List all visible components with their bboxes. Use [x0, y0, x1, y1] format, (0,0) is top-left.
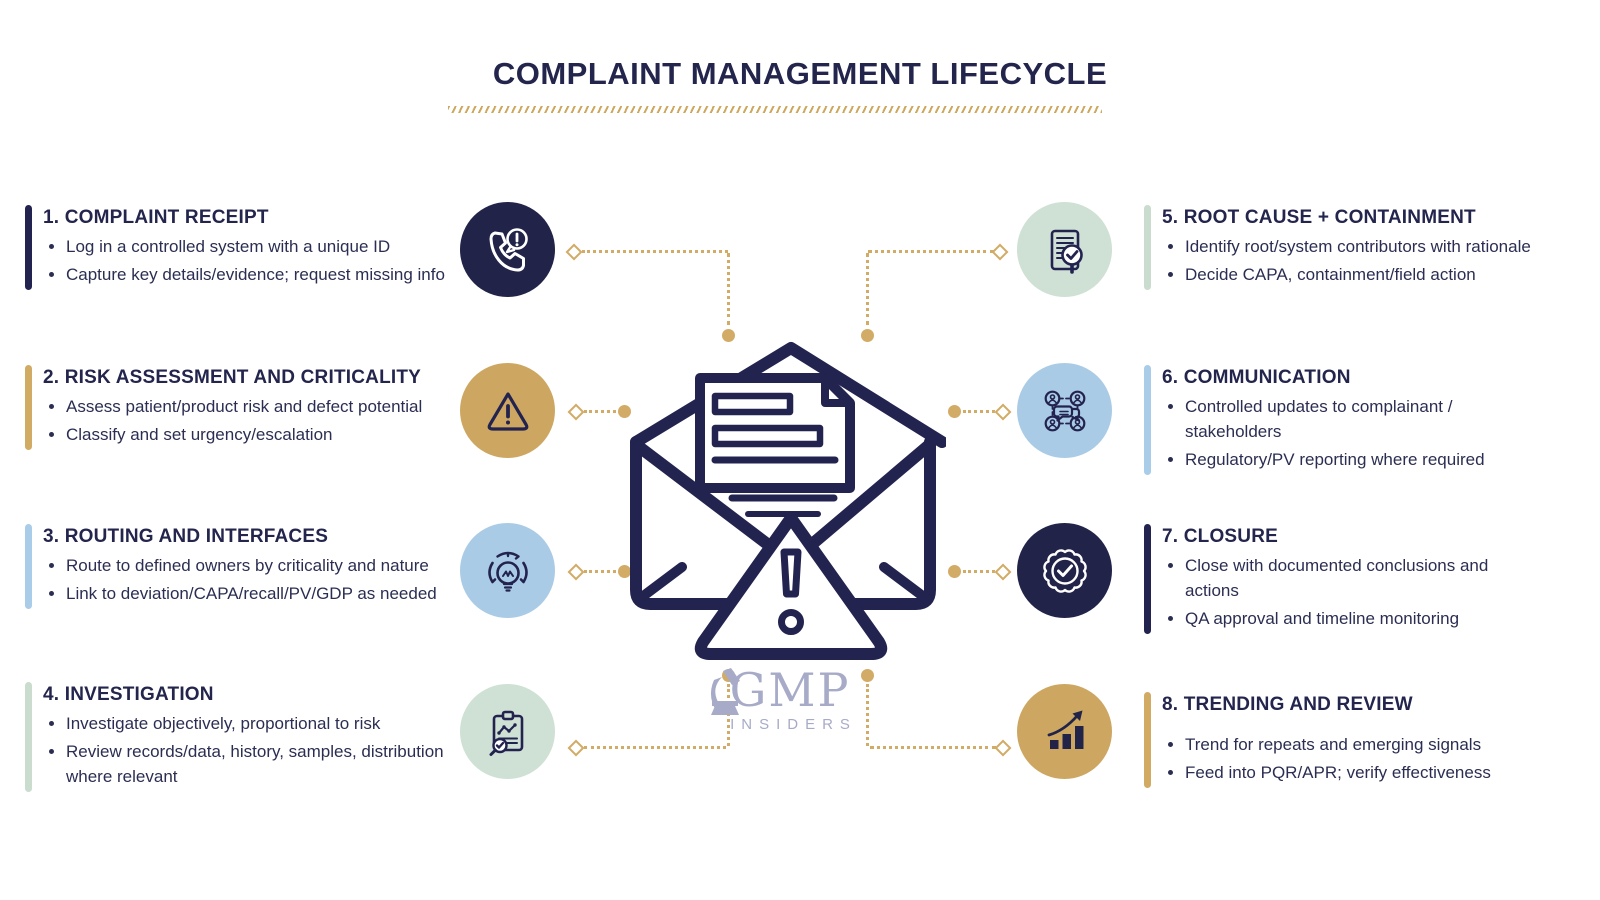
section-title: 8. TRENDING AND REVIEW	[1162, 694, 1413, 715]
accent-bar	[1144, 365, 1151, 475]
connector-dot	[618, 405, 631, 418]
connector-dot	[861, 329, 874, 342]
bullet: Review records/data, history, samples, d…	[66, 739, 480, 789]
accent-bar	[25, 365, 32, 450]
accent-bar	[1144, 524, 1151, 634]
section-title: 6. COMMUNICATION	[1162, 367, 1351, 388]
section-bullets: Assess patient/product risk and defect p…	[43, 394, 422, 447]
section-risk-assessment: 2. RISK ASSESSMENT AND CRITICALITY Asses…	[25, 365, 480, 450]
bullet: Feed into PQR/APR; verify effectiveness	[1185, 760, 1491, 785]
bullet: Log in a controlled system with a unique…	[66, 234, 445, 259]
connector-diamond	[567, 739, 585, 757]
connector-dot	[948, 405, 961, 418]
bullet: Capture key details/evidence; request mi…	[66, 262, 445, 287]
section-root-cause-containment: 5. ROOT CAUSE + CONTAINMENT Identify roo…	[1144, 205, 1536, 290]
accent-bar	[1144, 692, 1151, 788]
section-bullets: Identify root/system contributors with r…	[1162, 234, 1531, 287]
bullet: Link to deviation/CAPA/recall/PV/GDP as …	[66, 581, 437, 606]
section-routing-interfaces: 3. ROUTING AND INTERFACES Route to defin…	[25, 524, 485, 609]
document-magnifier-check-icon	[1017, 202, 1112, 297]
title-underline-decoration	[448, 106, 1102, 113]
connector-diamond	[567, 563, 585, 581]
bullet: Identify root/system contributors with r…	[1185, 234, 1531, 259]
section-bullets: Close with documented conclusions and ac…	[1162, 553, 1536, 631]
connector-diamond	[994, 403, 1012, 421]
accent-bar	[1144, 205, 1151, 290]
connector-diamond	[565, 243, 583, 261]
section-title: 5. ROOT CAUSE + CONTAINMENT	[1162, 207, 1476, 228]
section-bullets: Route to defined owners by criticality a…	[43, 553, 437, 606]
section-bullets: Investigate objectively, proportional to…	[43, 711, 480, 789]
stakeholder-network-chat-icon	[1017, 363, 1112, 458]
warning-triangle-icon	[460, 363, 555, 458]
page-title: COMPLAINT MANAGEMENT LIFECYCLE	[492, 56, 1108, 91]
connector-diamond	[567, 403, 585, 421]
dotted-connector	[963, 410, 995, 413]
accent-bar	[25, 524, 32, 609]
connector-dot	[948, 565, 961, 578]
accent-bar	[25, 205, 32, 290]
section-title: 3. ROUTING AND INTERFACES	[43, 526, 329, 547]
dotted-connector	[584, 746, 726, 749]
section-title: 2. RISK ASSESSMENT AND CRITICALITY	[43, 367, 422, 388]
dotted-connector	[584, 570, 616, 573]
connector-dot	[618, 565, 631, 578]
bullet: Investigate objectively, proportional to…	[66, 711, 480, 736]
brand-subtitle: INSIDERS	[730, 716, 857, 733]
bullet: Regulatory/PV reporting where required	[1185, 447, 1536, 472]
dotted-connector	[727, 253, 730, 325]
connector-dot	[722, 329, 735, 342]
dotted-connector	[866, 684, 869, 746]
bullet: Trend for repeats and emerging signals	[1185, 732, 1491, 757]
dotted-connector	[963, 570, 995, 573]
idea-lightbulb-icon	[460, 523, 555, 618]
section-title: 4. INVESTIGATION	[43, 684, 214, 705]
bullet: Controlled updates to complainant / stak…	[1185, 394, 1536, 444]
connector-dot	[861, 669, 874, 682]
bullet: Close with documented conclusions and ac…	[1185, 553, 1536, 603]
section-complaint-receipt: 1. COMPLAINT RECEIPT Log in a controlled…	[25, 205, 480, 290]
phone-alert-icon	[460, 202, 555, 297]
connector-diamond	[991, 243, 1009, 261]
dotted-connector	[866, 253, 869, 325]
microscope-icon	[710, 668, 740, 715]
bullet: Classify and set urgency/escalation	[66, 422, 422, 447]
dotted-connector	[582, 250, 728, 253]
section-investigation: 4. INVESTIGATION Investigate objectively…	[25, 682, 480, 792]
dotted-connector	[870, 746, 996, 749]
section-communication: 6. COMMUNICATION Controlled updates to c…	[1144, 365, 1536, 475]
brand-name: GMP	[698, 664, 882, 716]
clipboard-chart-magnifier-icon	[460, 684, 555, 779]
section-bullets: Log in a controlled system with a unique…	[43, 234, 445, 287]
open-envelope-complaint-alert-icon	[620, 338, 948, 665]
accent-bar	[25, 682, 32, 792]
section-title: 1. COMPLAINT RECEIPT	[43, 207, 269, 228]
bullet: Route to defined owners by criticality a…	[66, 553, 437, 578]
section-trending-review: 8. TRENDING AND REVIEW Trend for repeats…	[1144, 692, 1536, 788]
section-bullets: Controlled updates to complainant / stak…	[1162, 394, 1536, 472]
bullet: Assess patient/product risk and defect p…	[66, 394, 422, 419]
connector-diamond	[994, 563, 1012, 581]
section-closure: 7. CLOSURE Close with documented conclus…	[1144, 524, 1536, 634]
dotted-connector	[868, 250, 994, 253]
section-title: 7. CLOSURE	[1162, 526, 1279, 547]
connector-diamond	[994, 739, 1012, 757]
brand-logo: GMP INSIDERS	[698, 664, 882, 733]
bullet: QA approval and timeline monitoring	[1185, 606, 1536, 631]
bullet: Decide CAPA, containment/field action	[1185, 262, 1531, 287]
trending-bar-chart-icon	[1017, 684, 1112, 779]
section-bullets: Trend for repeats and emerging signals F…	[1162, 732, 1491, 785]
dotted-connector	[584, 410, 616, 413]
approval-badge-check-icon	[1017, 523, 1112, 618]
